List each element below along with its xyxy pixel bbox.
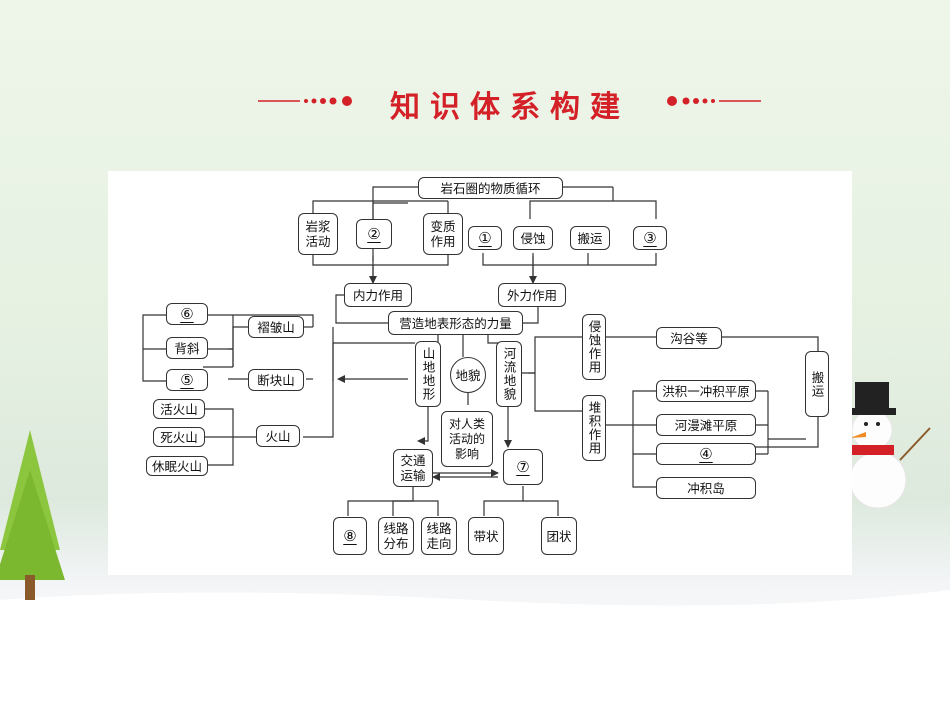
node-blank-1: ① (468, 226, 502, 250)
node-route-distribution: 线路 分布 (378, 517, 414, 555)
node-landform: 地貌 (450, 357, 486, 393)
node-transport-top: 搬运 (570, 226, 610, 250)
node-volcano: 火山 (256, 425, 300, 447)
node-floodplain: 河漫滩平原 (656, 414, 756, 436)
node-internal-force: 内力作用 (344, 283, 412, 307)
node-gully: 沟谷等 (656, 327, 722, 349)
node-river-landform: 河流地貌 (496, 341, 522, 407)
node-deposition: 堆积作用 (582, 395, 606, 461)
node-alluvial-fan-plain: 洪积一冲积平原 (656, 380, 756, 402)
node-fold-mountain: 褶皱山 (248, 316, 304, 338)
node-active-volcano: 活火山 (153, 399, 205, 419)
snow-ground (0, 590, 950, 713)
node-blank-2: ② (356, 219, 392, 249)
node-rock-cycle: 岩石圈的物质循环 (418, 177, 563, 199)
node-cluster-shape: 团状 (541, 517, 577, 555)
node-blank-8: ⑧ (333, 517, 367, 555)
node-anticline: 背斜 (166, 337, 208, 359)
node-dormant-volcano: 休眠火山 (146, 456, 208, 476)
node-block-mountain: 断块山 (248, 369, 304, 391)
node-alluvial-island: 冲积岛 (656, 477, 756, 499)
node-mountain-landform: 山地地形 (415, 341, 441, 407)
knowledge-diagram: 岩石圈的物质循环 岩浆 活动 ② 变质 作用 ① 侵蚀 搬运 ③ 内力作用 外力… (108, 171, 852, 575)
snowman-icon (848, 382, 931, 509)
node-blank-4: ④ (656, 443, 756, 465)
node-human-impact: 对人类 活动的 影响 (441, 411, 493, 467)
node-landform-forces: 营造地表形态的力量 (388, 311, 523, 335)
node-route-direction: 线路 走向 (421, 517, 457, 555)
node-magma-activity: 岩浆 活动 (298, 213, 338, 255)
node-erosion-side: 侵蚀作用 (582, 314, 606, 380)
tree-icon (0, 430, 65, 600)
node-dead-volcano: 死火山 (153, 427, 205, 447)
node-blank-6: ⑥ (166, 303, 208, 325)
node-blank-5: ⑤ (166, 369, 208, 391)
node-metamorphism: 变质 作用 (423, 213, 463, 255)
title-banner: 知识体系构建 (0, 78, 950, 128)
node-blank-7: ⑦ (503, 449, 543, 485)
node-transport-side: 搬运 (805, 351, 829, 417)
node-transport: 交通 运输 (393, 449, 433, 487)
node-erosion-top: 侵蚀 (513, 226, 553, 250)
title-decoration (258, 96, 761, 106)
node-blank-3: ③ (633, 226, 667, 250)
page-title: 知识体系构建 (390, 90, 630, 125)
node-external-force: 外力作用 (498, 283, 566, 307)
node-belt-shape: 带状 (468, 517, 504, 555)
